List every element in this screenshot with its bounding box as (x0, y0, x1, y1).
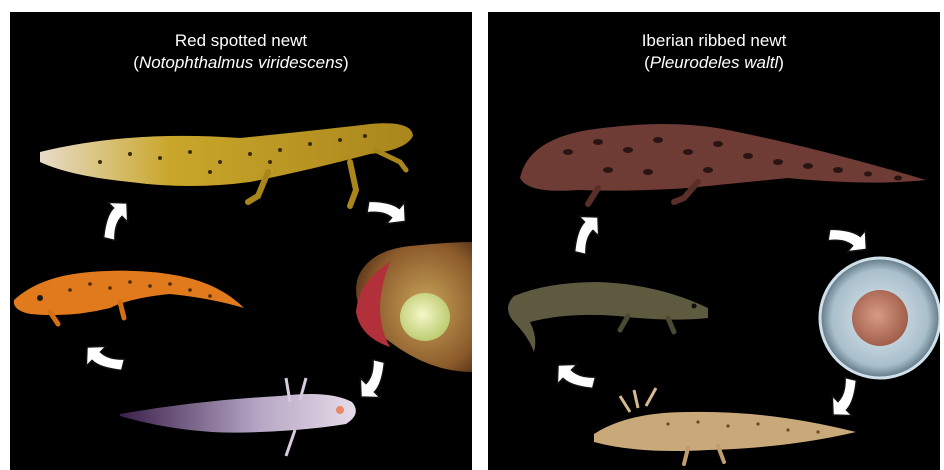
red-newt-egg-on-leaf (356, 242, 472, 372)
red-newt-adult (40, 123, 413, 206)
iberian-newt-adult (520, 124, 926, 204)
cycle-arrow-icon (559, 207, 611, 259)
red-newt-life-cycle (10, 12, 472, 470)
iberian-newt-juvenile (508, 282, 708, 352)
red-newt-larva (120, 378, 356, 456)
iberian-ribbed-newt-panel: Iberian ribbed newt (Pleurodeles waltl) (488, 12, 940, 470)
red-eft (14, 271, 244, 324)
iberian-newt-larva (594, 388, 856, 464)
iberian-newt-egg-in-dish (820, 258, 940, 378)
cycle-arrow-icon (77, 334, 129, 386)
cycle-arrow-icon (348, 355, 400, 407)
cycle-arrow-icon (823, 212, 875, 263)
red-spotted-newt-panel: Red spotted newt (Notophthalmus viridesc… (10, 12, 472, 470)
iberian-newt-life-cycle (488, 12, 940, 470)
cycle-arrow-icon (88, 193, 140, 245)
cycle-arrow-icon (362, 184, 414, 235)
cycle-arrow-icon (548, 352, 600, 404)
cycle-arrow-icon (820, 373, 872, 425)
